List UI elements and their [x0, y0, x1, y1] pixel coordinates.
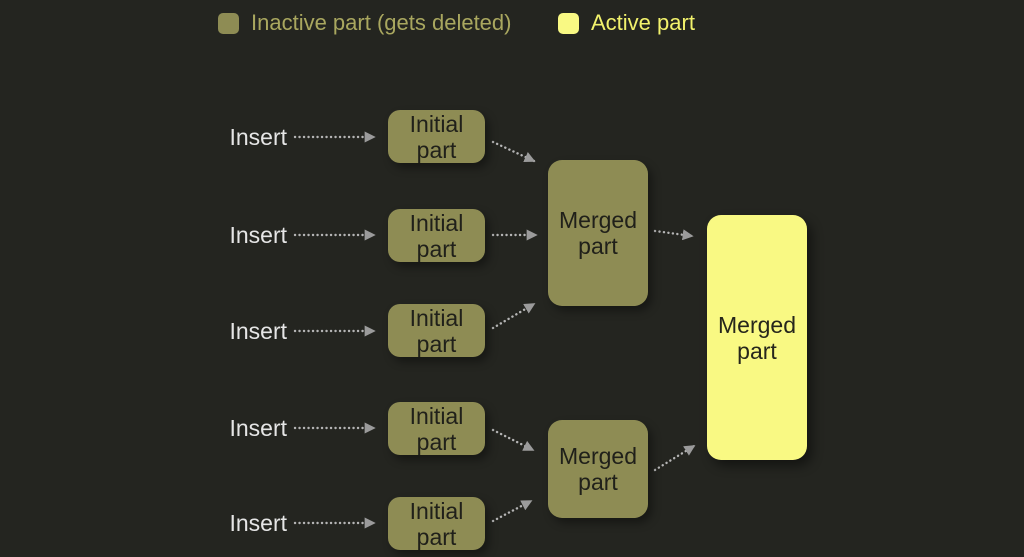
merged-part-label-1: Merged part — [559, 207, 637, 259]
final-merged-part-box: Merged part — [707, 215, 807, 460]
insert-label-2: Insert — [229, 222, 287, 248]
initial-part-label-4: Initial part — [409, 402, 464, 455]
legend-item-active-part: Active part — [558, 11, 695, 35]
initial-part-box-4: Initial part — [388, 402, 485, 455]
legend-inactive-label: Inactive part (gets deleted) — [251, 10, 512, 35]
insert-label-4: Insert — [229, 415, 287, 441]
initial-part-box-1: Initial part — [388, 110, 485, 163]
legend-item-inactive-part: Inactive part (gets deleted) — [218, 11, 511, 35]
arrow-merged1-to-final — [653, 229, 694, 241]
initial-part-label-1: Initial part — [409, 110, 464, 163]
arrow-initial3-to-merged1 — [491, 302, 536, 330]
insert-label-1: Insert — [229, 124, 287, 150]
insert-label-3: Insert — [229, 318, 287, 344]
arrow-initial5-to-merged2 — [491, 499, 533, 523]
legend-active-label: Active part — [591, 10, 695, 35]
initial-part-box-3: Initial part — [388, 304, 485, 357]
merged-part-label-2: Merged part — [559, 443, 637, 495]
initial-part-label-5: Initial part — [409, 497, 464, 550]
arrow-merged2-to-final — [653, 444, 696, 472]
initial-part-label-3: Initial part — [409, 304, 464, 357]
initial-part-box-2: Initial part — [388, 209, 485, 262]
active-part-swatch — [558, 12, 579, 34]
merged-part-box-2: Merged part — [548, 420, 648, 518]
inactive-part-swatch — [218, 12, 239, 34]
final-merged-part-label: Merged part — [718, 311, 796, 364]
insert-label-5: Insert — [229, 510, 287, 536]
merged-part-box-1: Merged part — [548, 160, 648, 306]
initial-part-label-2: Initial part — [409, 209, 464, 262]
initial-part-box-5: Initial part — [388, 497, 485, 550]
arrow-initial1-to-merged1 — [491, 140, 536, 163]
arrow-initial4-to-merged2 — [491, 428, 535, 452]
